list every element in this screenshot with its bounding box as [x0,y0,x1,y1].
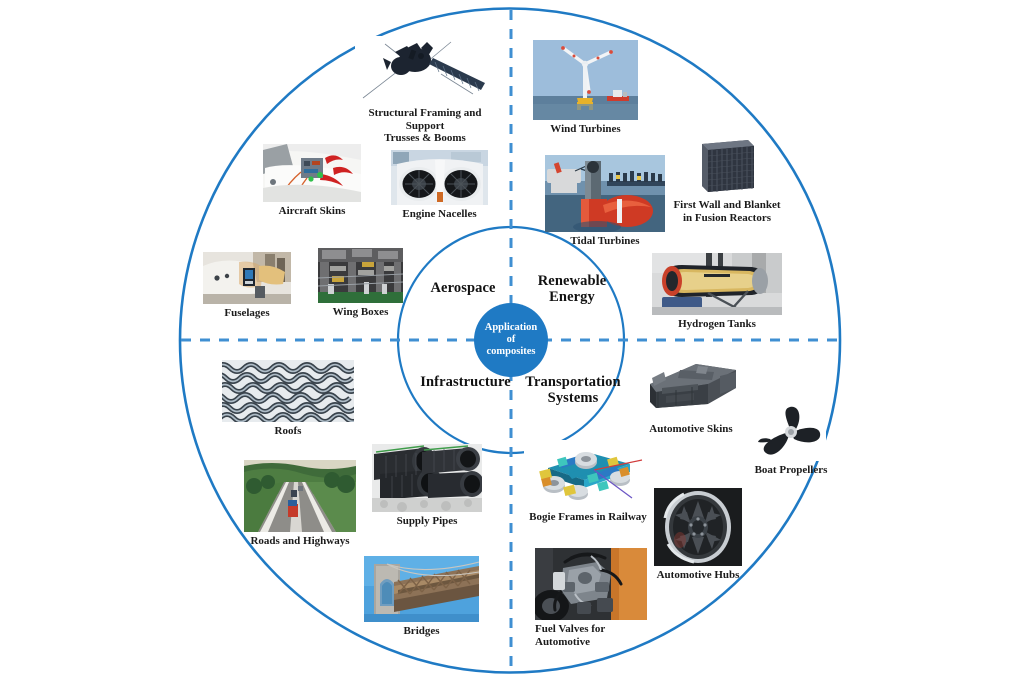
item-caption: Hydrogen Tanks [678,318,756,330]
item-wind-turbines: Wind Turbines [533,40,638,136]
boat-propeller-icon [756,405,826,461]
quadrant-label-aerospace: Aerospace [430,280,496,296]
item-roads-highways: Roads and Highways [244,460,356,548]
satellite-icon [355,36,495,104]
item-caption: Wind Turbines [550,123,621,135]
wind-turbine-icon [533,40,638,120]
item-caption: Roads and Highways [250,535,350,547]
fuselage-icon [203,252,291,304]
item-first-wall-blanket: First Wall and Blanket in Fusion Reactor… [669,138,785,224]
hydrogen-tank-icon [652,253,782,315]
item-caption: Fuselages [224,307,270,319]
item-fuel-valves: Fuel Valves for Automotive [535,548,655,648]
supply-pipes-icon [372,444,482,512]
item-caption: Bridges [403,625,440,637]
item-caption: Roofs [274,425,302,437]
item-caption: Fuel Valves for Automotive [535,623,606,648]
aircraft-skin-icon [263,144,361,202]
quadrant-label-renewable-energy: Renewable Energy [537,273,607,306]
item-bogie-frames: Bogie Frames in Railway [524,440,652,524]
item-caption: Aircraft Skins [278,205,346,217]
item-caption: Supply Pipes [396,515,458,527]
center-bubble-label: Application of composites [484,322,538,357]
item-engine-nacelles: Engine Nacelles [391,150,488,221]
item-automotive-hubs: Automotive Hubs [654,488,742,582]
item-hydrogen-tanks: Hydrogen Tanks [652,253,782,331]
fusion-blanket-icon [696,138,758,196]
quadrant-label-infrastructure: Infrastructure [420,374,511,390]
bridge-icon [364,556,479,622]
center-bubble: Application of composites [474,303,548,377]
item-caption: Structural Framing and Support Trusses &… [368,107,482,145]
engine-nacelle-icon [391,150,488,205]
item-bridges: Bridges [364,556,479,638]
tidal-turbine-icon [545,155,665,232]
automotive-hub-icon [654,488,742,566]
item-fuselages: Fuselages [203,252,291,320]
item-tidal-turbines: Tidal Turbines [545,155,665,248]
quadrant-label-transportation-systems: Transportation Systems [525,374,621,407]
item-caption: Automotive Skins [649,423,733,435]
item-caption: Automotive Hubs [656,569,740,581]
automotive-skin-icon [636,358,746,420]
item-roofs: Roofs [222,360,354,438]
item-automotive-skins: Automotive Skins [636,358,746,436]
outer-circle [178,7,842,674]
item-aircraft-skins: Aircraft Skins [263,144,361,218]
bogie-frame-icon [524,440,652,508]
item-caption: Boat Propellers [754,464,828,476]
item-caption: First Wall and Blanket in Fusion Reactor… [673,199,781,224]
item-caption: Engine Nacelles [402,208,477,220]
item-boat-propellers: Boat Propellers [742,405,840,477]
item-caption: Wing Boxes [332,306,389,318]
item-caption: Tidal Turbines [570,235,640,247]
item-structural-framing: Structural Framing and Support Trusses &… [355,36,495,145]
item-caption: Bogie Frames in Railway [529,511,647,523]
fuel-valve-icon [535,548,647,620]
item-wing-boxes: Wing Boxes [318,248,403,319]
roof-tiles-icon [222,360,354,422]
wing-box-icon [318,248,403,303]
highway-icon [244,460,356,532]
item-supply-pipes: Supply Pipes [372,444,482,528]
